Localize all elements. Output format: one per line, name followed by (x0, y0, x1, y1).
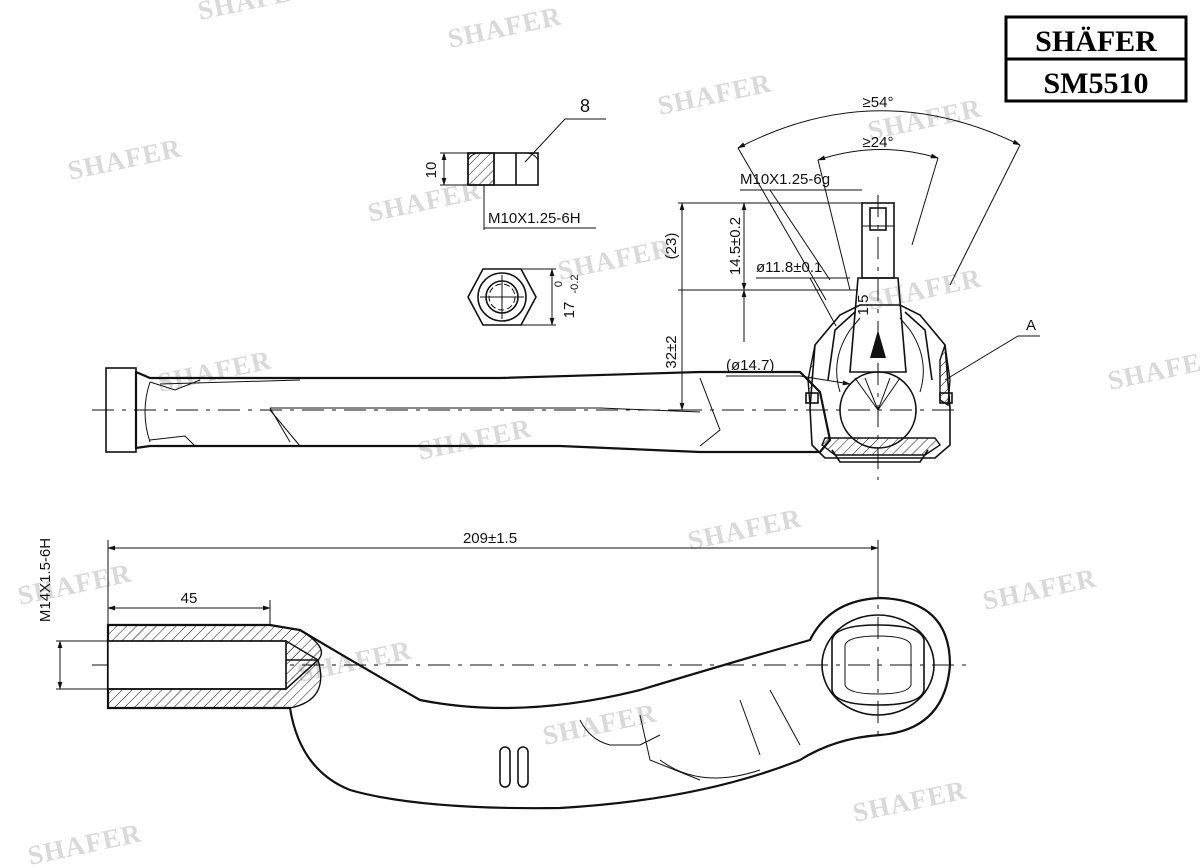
part-number: SM5510 (1044, 67, 1149, 100)
nut-af-label: 17 (561, 302, 578, 319)
brand-logo: SHÄFER (1035, 25, 1157, 58)
watermark-text: SHAFER (655, 68, 774, 121)
angle-outer-label: ≥54° (863, 94, 894, 111)
watermark-text: SHAFER (155, 345, 274, 398)
nut-af-tol-upper: 0 (553, 281, 565, 287)
ball-ref-label: (ø14.7) (726, 357, 774, 374)
overall-ref-label: (23) (663, 233, 680, 260)
watermark-text: SHAFER (850, 775, 969, 828)
overall-length-label: 209±1.5 (463, 530, 517, 547)
watermark-text: SHAFER (195, 0, 314, 26)
watermark-text: SHAFER (865, 263, 984, 316)
nut-thread-label: M10X1.25-6H (488, 210, 581, 227)
nut-af-tol-lower: -0.2 (569, 275, 581, 294)
taper-label: 1:5 (855, 295, 872, 316)
thread-length-label: 45 (181, 590, 198, 607)
top-view: M14X1.5-6H 209±1.5 45 (37, 530, 970, 810)
brand-box: SHÄFER SM5510 (1004, 15, 1188, 103)
watermark-text: SHAFER (415, 413, 534, 466)
watermark-text: SHAFER (65, 133, 184, 186)
watermark-text: SHAFER (25, 818, 144, 868)
body-height-label: 32±2 (663, 335, 680, 368)
side-view: 1:5 ≥54° ≥24° M10X1.25-6g 14.5±0.2 (23) … (92, 94, 1040, 480)
angle-inner-label: ≥24° (863, 134, 894, 151)
nut-top-view: 17 0 -0.2 (467, 268, 581, 326)
watermark-text: SHAFER (15, 558, 134, 611)
nut-height-label: 10 (423, 162, 440, 179)
nut-side-view: 8 10 M10X1.25-6H (423, 96, 606, 230)
watermark-text: SHAFER (445, 1, 564, 54)
watermark-text: SHAFER (1105, 343, 1200, 396)
watermark-text: SHAFER (365, 175, 484, 228)
detail-a-label: A (1026, 317, 1036, 334)
stud-thread-label: M10X1.25-6g (740, 171, 830, 188)
stud-diameter-label: ø11.8±0.1 (756, 259, 822, 276)
nut-callout: 8 (580, 96, 590, 116)
watermark-text: SHAFER (980, 563, 1099, 616)
stud-length-label: 14.5±0.2 (727, 217, 744, 275)
thread-label: M14X1.5-6H (37, 538, 54, 622)
watermarks: SHAFER SHAFER SHAFER SHAFER SHAFER SHAFE… (15, 0, 1200, 868)
